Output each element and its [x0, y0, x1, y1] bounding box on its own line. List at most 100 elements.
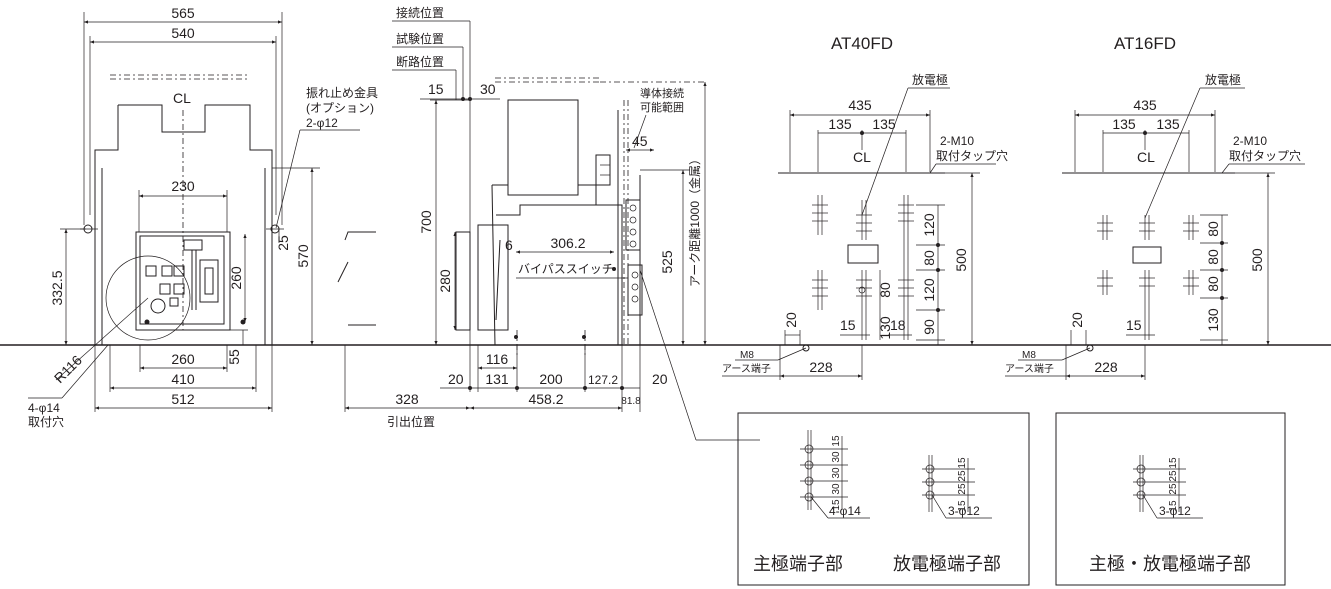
- dim-458-2: 458.2: [528, 391, 563, 407]
- dim-230: 230: [171, 178, 195, 194]
- combined-dim-15-top: 15: [1168, 457, 1179, 469]
- dim-332-5: 332.5: [49, 270, 65, 305]
- at16-earth-line2: アース端子: [1005, 362, 1054, 375]
- at40-dim-435: 435: [848, 97, 872, 113]
- at16-dim-135-right: 135: [1156, 116, 1180, 132]
- at40-tap-line1: 2-M10: [940, 134, 974, 148]
- detail-box-main-discharge: 15 30 30 30 15 4-φ14 15 25 25 15 3-φ12 主…: [737, 412, 1030, 586]
- at16-dim-15: 15: [1126, 317, 1142, 333]
- label-connect-position: 接続位置: [396, 5, 444, 20]
- pull-out-position-label: 引出位置: [387, 414, 435, 429]
- discharge-terminal-label: 放電極端子部: [893, 554, 1001, 574]
- at16-tap-line2: 取付タップ穴: [1229, 148, 1301, 163]
- dim-200: 200: [539, 371, 563, 387]
- dim-260-vertical: 260: [228, 266, 244, 290]
- main-dim-30-a: 30: [831, 451, 842, 463]
- at40fd-view: AT40FD 放電極 435 135 135 CL 2-M10 取付タップ穴 5…: [722, 34, 1008, 380]
- at40-dim-15: 15: [840, 317, 856, 333]
- arc-distance-label: アーク距離1000（金属）: [687, 153, 702, 287]
- main-dim-30-b: 30: [831, 467, 842, 479]
- label-disconnect-position: 断路位置: [396, 54, 444, 69]
- dim-570: 570: [295, 244, 311, 268]
- dim-81-8: 81.8: [621, 396, 641, 407]
- at40-earth-line1: M8: [740, 350, 754, 361]
- dim-20-right: 20: [652, 371, 668, 387]
- dim-45: 45: [632, 133, 648, 149]
- dim-540: 540: [171, 25, 195, 41]
- hole-note-line1: 4-φ14: [28, 401, 60, 415]
- option-note-line3: 2-φ12: [306, 116, 338, 130]
- dim-700: 700: [418, 210, 434, 234]
- combined-holes-label: 3-φ12: [1159, 504, 1191, 518]
- combined-dim-15-bottom: 15: [1168, 500, 1179, 512]
- combined-terminal-label: 主極・放電極端子部: [1089, 554, 1251, 574]
- dim-15: 15: [428, 81, 444, 97]
- combined-dim-25-b: 25: [1168, 483, 1179, 495]
- dim-116: 116: [486, 351, 509, 367]
- at40-dim-20: 20: [783, 312, 799, 328]
- front-view: 565 540 CL: [28, 5, 378, 429]
- at40-dim-120-top: 120: [921, 213, 937, 237]
- at16-dim-135-left: 135: [1112, 116, 1136, 132]
- dim-r116: R116: [51, 352, 85, 386]
- at16-dim-80-mid: 80: [1205, 249, 1221, 265]
- at40-dim-130: 130: [877, 316, 893, 340]
- at16-dim-80-bottom: 80: [1205, 276, 1221, 292]
- at16-dim-130: 130: [1205, 308, 1221, 332]
- at16-dim-228: 228: [1094, 359, 1118, 375]
- main-terminal-label: 主極端子部: [753, 554, 843, 574]
- at16-dim-435: 435: [1133, 97, 1157, 113]
- dim-512: 512: [171, 391, 195, 407]
- at40-dim-135-right: 135: [872, 116, 896, 132]
- option-note-line1: 振れ止め金具: [306, 85, 378, 100]
- side-view: 接続位置 試験位置 断路位置 15 30 700: [337, 5, 760, 441]
- option-note-line2: (オプション): [306, 101, 374, 115]
- dim-280: 280: [437, 269, 453, 293]
- detail-box-combined: 15 25 25 15 3-φ12 主極・放電極端子部: [1055, 412, 1286, 586]
- main-dim-15-bottom: 15: [831, 499, 842, 511]
- at40-dim-135-left: 135: [828, 116, 852, 132]
- at16fd-title: AT16FD: [1114, 34, 1176, 53]
- dim-565: 565: [171, 5, 195, 21]
- dis-dim-15-bottom: 15: [957, 500, 968, 512]
- at40-earth-line2: アース端子: [722, 362, 771, 375]
- bypass-switch-label: バイパススイッチ: [518, 262, 614, 276]
- at16-earth-line1: M8: [1022, 350, 1036, 361]
- dim-20-left: 20: [448, 371, 464, 387]
- at40-dim-90: 90: [921, 319, 937, 335]
- dim-6: 6: [505, 237, 513, 253]
- dim-525: 525: [659, 250, 675, 274]
- dim-260-horizontal: 260: [171, 351, 195, 367]
- dis-dim-25-b: 25: [957, 483, 968, 495]
- at40-dim-80-mid: 80: [921, 250, 937, 266]
- dim-410: 410: [171, 371, 195, 387]
- main-dim-15-top: 15: [831, 435, 842, 447]
- dis-holes-label: 3-φ12: [948, 504, 980, 518]
- at40-dim-18: 18: [890, 317, 906, 333]
- combined-dim-25-a: 25: [1168, 470, 1179, 482]
- conductor-range-line1: 導体接続: [640, 86, 684, 100]
- at16fd-view: AT16FD 放電極 435 135 135 CL 2-M10 取付タップ穴 5…: [1005, 34, 1305, 380]
- at16-dim-80-top: 80: [1205, 221, 1221, 237]
- dis-dim-15-top: 15: [957, 457, 968, 469]
- at40-dim-228: 228: [809, 359, 833, 375]
- at16-tap-line1: 2-M10: [1233, 134, 1267, 148]
- dim-127-2: 127.2: [588, 373, 618, 387]
- dim-55: 55: [226, 349, 242, 365]
- at16-dim-20: 20: [1069, 312, 1085, 328]
- main-dim-30-c: 30: [831, 483, 842, 495]
- at16-centerline: CL: [1137, 149, 1155, 165]
- label-test-position: 試験位置: [396, 31, 444, 46]
- dim-131: 131: [485, 371, 509, 387]
- hole-note-line2: 取付穴: [28, 414, 64, 429]
- dim-328: 328: [395, 391, 419, 407]
- at16-electrode-label: 放電極: [1205, 72, 1241, 87]
- conductor-range-line2: 可能範囲: [640, 100, 684, 114]
- at16-dim-500: 500: [1249, 248, 1265, 272]
- at40-dim-120-bottom: 120: [921, 278, 937, 302]
- dis-dim-25-a: 25: [957, 470, 968, 482]
- at40-dim-500: 500: [953, 248, 969, 272]
- at40-tap-line2: 取付タップ穴: [936, 148, 1008, 163]
- dim-25: 25: [275, 235, 291, 251]
